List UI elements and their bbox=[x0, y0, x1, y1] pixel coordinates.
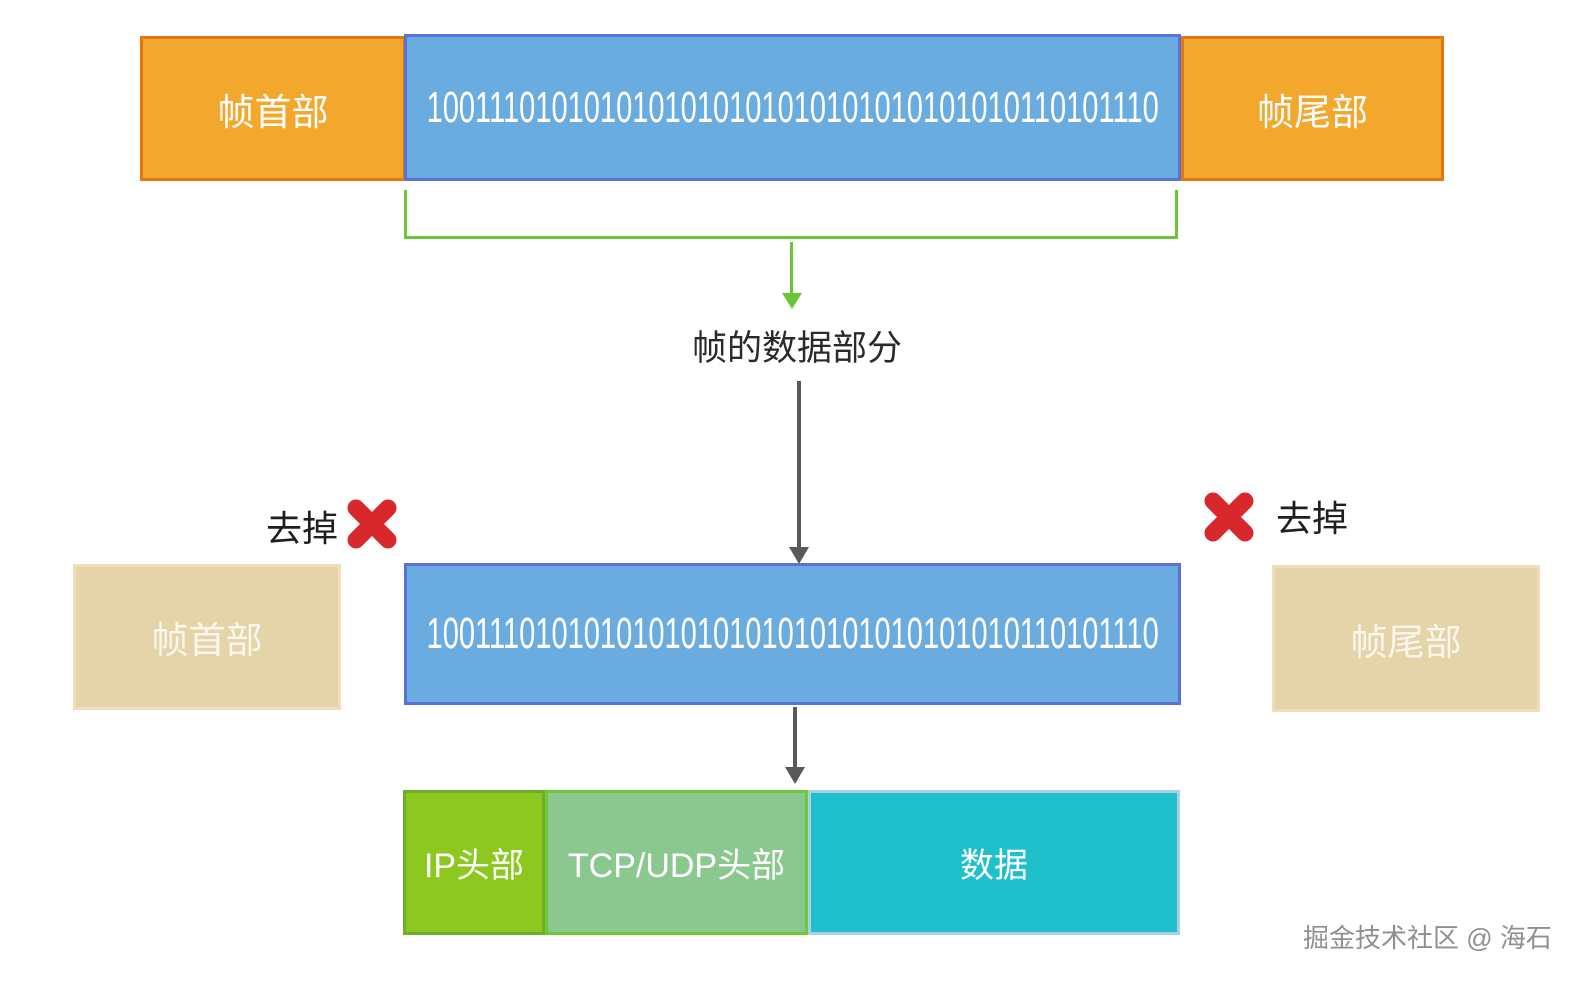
frame-payload-bits-top: 1001110101010101010101010101010101010110… bbox=[426, 82, 1159, 132]
frame-trailer-box-top: 帧尾部 bbox=[1181, 36, 1444, 181]
frame-header-label-top: 帧首部 bbox=[217, 91, 329, 133]
remove-label-right: 去掉 bbox=[1276, 498, 1349, 539]
green-down-arrow-icon bbox=[790, 242, 793, 295]
frame-trailer-label-top: 帧尾部 bbox=[1257, 91, 1368, 133]
green-down-arrow-head-icon bbox=[782, 293, 802, 309]
data-segment-box: 数据 bbox=[808, 790, 1180, 935]
payload-bracket bbox=[404, 190, 1178, 239]
frame-payload-box-stripped: 1001110101010101010101010101010101010110… bbox=[404, 563, 1181, 705]
down-arrow-icon-2 bbox=[793, 707, 797, 769]
tcp-udp-header-box: TCP/UDP头部 bbox=[545, 790, 808, 935]
remove-label-left: 去掉 bbox=[266, 508, 339, 549]
frame-trailer-box-faded: 帧尾部 bbox=[1272, 565, 1540, 712]
frame-payload-box-top: 1001110101010101010101010101010101010110… bbox=[404, 34, 1181, 181]
down-arrow-head-icon-2 bbox=[785, 767, 805, 784]
watermark: 掘金技术社区 @ 海石 bbox=[1303, 923, 1552, 953]
down-arrow-icon-1 bbox=[797, 381, 801, 549]
tcp-udp-header-label: TCP/UDP头部 bbox=[567, 847, 786, 885]
down-arrow-head-icon-1 bbox=[789, 547, 809, 564]
ip-header-label: IP头部 bbox=[423, 847, 525, 885]
bracket-caption: 帧的数据部分 bbox=[691, 329, 902, 368]
ip-header-box: IP头部 bbox=[403, 790, 545, 935]
frame-header-box-top: 帧首部 bbox=[140, 36, 406, 181]
frame-payload-bits-stripped: 1001110101010101010101010101010101010110… bbox=[426, 609, 1159, 658]
remove-x-icon-left bbox=[341, 491, 403, 562]
frame-trailer-label-faded: 帧尾部 bbox=[1350, 621, 1462, 663]
frame-header-box-faded: 帧首部 bbox=[73, 564, 341, 710]
frame-header-label-faded: 帧首部 bbox=[151, 620, 263, 661]
remove-x-icon-right bbox=[1198, 484, 1260, 555]
data-segment-label: 数据 bbox=[960, 847, 1028, 885]
